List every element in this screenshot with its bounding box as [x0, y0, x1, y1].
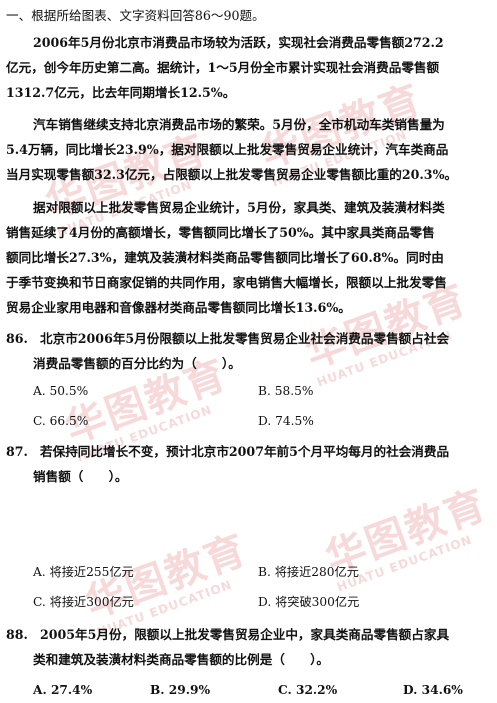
watermark-brand-en: HUATU EDUCATION	[315, 327, 455, 390]
passage-line: 1312.7亿元，比去年同期增长12.5%。	[6, 85, 236, 100]
question-stem: 销售额（ ）。	[33, 469, 128, 484]
option-c[interactable]: C. 32.2%	[278, 683, 338, 697]
option-c[interactable]: C. 66.5%	[33, 414, 89, 428]
option-b[interactable]: B. 将接近280亿元	[258, 565, 359, 579]
option-d[interactable]: D. 34.6%	[403, 683, 463, 697]
passage-line: 汽车销售继续支持北京消费品市场的繁荣。5月份，全市机动车类销售量为	[33, 117, 445, 132]
option-d[interactable]: D. 将突破300亿元	[258, 595, 360, 609]
question-number: 87.	[6, 444, 28, 459]
watermark-brand-en: HUATU EDUCATION	[335, 532, 475, 595]
passage-line: 额同比增长27.3%，建筑及装潢材料类商品零售额同比增长了60.8%。同时由	[6, 250, 444, 265]
question-stem: 若保持同比增长不变，预计北京市2007年前5个月平均每月的社会消费品	[40, 444, 450, 459]
question-number: 88.	[6, 627, 28, 642]
watermark-brand: 华图教育	[299, 276, 474, 378]
question-stem: 北京市2006年5月份限额以上批发零售贸易企业社会消费品零售额占社会	[40, 331, 450, 346]
option-c[interactable]: C. 将接近300亿元	[33, 595, 134, 609]
question-stem: 类和建筑及装潢材料类商品零售额的比例是（ ）。	[33, 652, 329, 667]
passage-line: 5.4万辆，同比增长23.9%，据对限额以上批发零售贸易企业统计，汽车类商品	[6, 142, 449, 157]
passage-line: 据对限额以上批发零售贸易企业统计，5月份，家具类、建筑及装潢材料类	[33, 200, 445, 215]
question-number: 86.	[6, 331, 28, 346]
watermark-logo: 华图教育 HUATU EDUCATION	[80, 527, 258, 640]
option-b[interactable]: B. 29.9%	[150, 683, 211, 697]
option-a[interactable]: A. 将接近255亿元	[33, 565, 134, 579]
passage-line: 亿元，创今年历史第二高。据统计，1～5月份全市累计实现社会消费品零售额	[6, 60, 440, 75]
passage-line: 销售延续了4月份的高额增长，零售额同比增长了50%。其中家具类商品零售	[6, 225, 435, 240]
passage-line: 2006年5月份北京市消费品市场较为活跃，实现社会消费品零售额272.2	[33, 35, 444, 50]
passage-line: 贸易企业家用电器和音像器材类商品零售额同比增长13.6%。	[6, 300, 351, 315]
question-stem: 2005年5月份，限额以上批发零售贸易企业中，家具类商品零售额占家具	[40, 627, 450, 642]
question-stem: 消费品零售额的百分比约为（ ）。	[33, 356, 241, 371]
option-a[interactable]: A. 27.4%	[33, 683, 93, 697]
option-d[interactable]: D. 74.5%	[258, 414, 314, 428]
option-b[interactable]: B. 58.5%	[258, 384, 314, 398]
passage-line: 于季节变换和节日商家促销的共同作用，家电销售大幅增长，限额以上批发零售	[6, 275, 447, 290]
option-a[interactable]: A. 50.5%	[33, 384, 89, 398]
passage-line: 当月实现零售额32.3亿元，占限额以上批发零售贸易企业零售额比重的20.3%。	[6, 167, 458, 182]
section-heading: 一、根据所给图表、文字资料回答86～90题。	[6, 8, 265, 23]
